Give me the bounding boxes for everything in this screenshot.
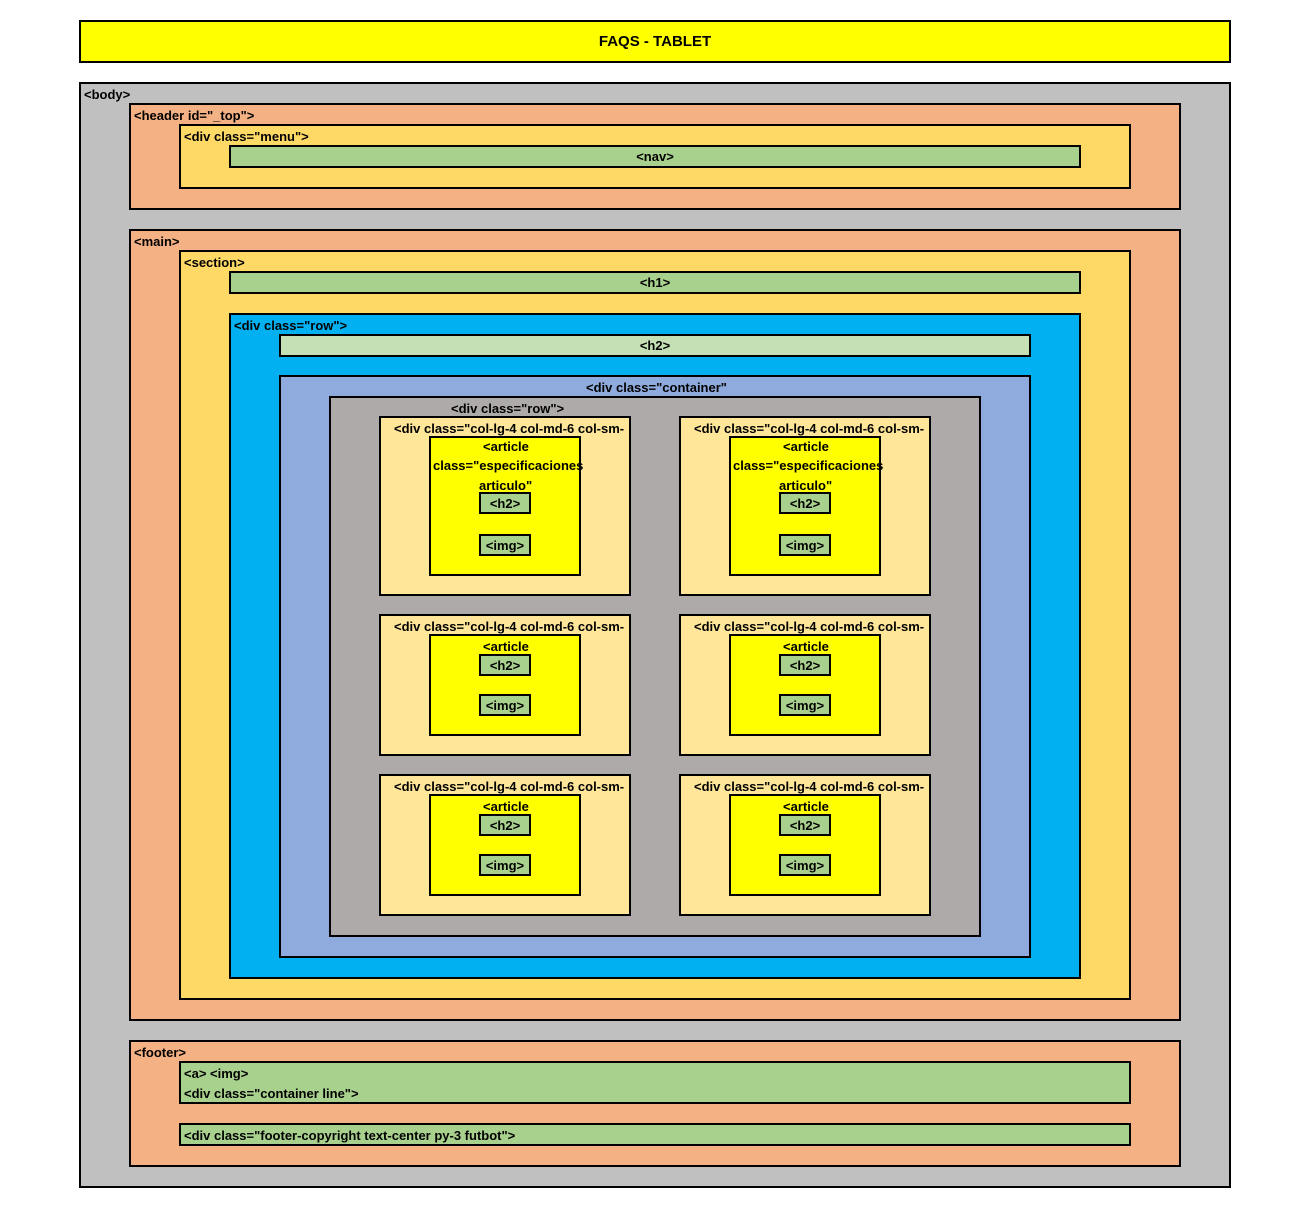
article-label: <article	[783, 639, 829, 654]
card-h2-label: <h2>	[489, 657, 521, 673]
col-label: <div class="col-lg-4 col-md-6 col-sm-	[694, 421, 925, 436]
article-box	[429, 634, 581, 736]
card-img-box: <img>	[479, 534, 531, 556]
card-h2-label: <h2>	[789, 657, 821, 673]
row-h2-box: <h2>	[279, 334, 1031, 357]
col-label: <div class="col-lg-4 col-md-6 col-sm-	[394, 421, 625, 436]
article-label: <article	[783, 439, 829, 454]
article-class-label: class="especificaciones	[433, 458, 584, 473]
card-img-label: <img>	[785, 857, 825, 873]
col-label: <div class="col-lg-4 col-md-6 col-sm-	[394, 619, 625, 634]
footer-container-line-box	[179, 1061, 1131, 1104]
header-label: <header id="_top">	[134, 108, 255, 123]
article-box	[729, 634, 881, 736]
card-h2-box: <h2>	[779, 654, 831, 676]
card-h2-label: <h2>	[489, 817, 521, 833]
card-img-box: <img>	[779, 694, 831, 716]
article-label: <article	[483, 439, 529, 454]
h1-label: <h1>	[639, 275, 671, 290]
card-h2-box: <h2>	[779, 492, 831, 514]
card-h2-label: <h2>	[789, 495, 821, 511]
article-box	[429, 794, 581, 896]
article-box	[729, 794, 881, 896]
card-h2-label: <h2>	[489, 495, 521, 511]
main-label: <main>	[134, 234, 180, 249]
h1-box: <h1>	[229, 271, 1081, 294]
article-label: <article	[783, 799, 829, 814]
card-h2-label: <h2>	[789, 817, 821, 833]
card-img-box: <img>	[779, 854, 831, 876]
card-h2-box: <h2>	[479, 654, 531, 676]
footer-copyright-label: <div class="footer-copyright text-center…	[184, 1128, 516, 1143]
card-img-label: <img>	[485, 537, 525, 553]
card-h2-box: <h2>	[479, 492, 531, 514]
nav-box: <nav>	[229, 145, 1081, 168]
diagram-title: FAQS - TABLET	[598, 33, 712, 50]
col-label: <div class="col-lg-4 col-md-6 col-sm-	[394, 779, 625, 794]
article-label: <article	[483, 639, 529, 654]
article-label: <article	[483, 799, 529, 814]
col-label: <div class="col-lg-4 col-md-6 col-sm-	[694, 779, 925, 794]
card-h2-box: <h2>	[479, 814, 531, 836]
row-label: <div class="row">	[234, 318, 348, 333]
card-img-label: <img>	[785, 697, 825, 713]
card-img-box: <img>	[479, 854, 531, 876]
col-label: <div class="col-lg-4 col-md-6 col-sm-	[694, 619, 925, 634]
footer-link-img-label: <a> <img>	[184, 1066, 249, 1081]
container-label: <div class="container"	[586, 380, 727, 395]
article-class-label-cont: articulo"	[479, 478, 533, 493]
card-img-label: <img>	[485, 697, 525, 713]
article-class-label: class="especificaciones	[733, 458, 884, 473]
section-label: <section>	[184, 255, 245, 270]
footer-label: <footer>	[134, 1045, 187, 1060]
article-class-label-cont: articulo"	[779, 478, 833, 493]
inner-row-label: <div class="row">	[451, 401, 565, 416]
nav-label: <nav>	[636, 149, 674, 164]
body-label: <body>	[84, 87, 131, 102]
footer-copyright-box	[179, 1123, 1131, 1146]
diagram-title-box: FAQS - TABLET	[79, 20, 1231, 63]
row-h2-label: <h2>	[639, 338, 671, 353]
footer-container-line-label: <div class="container line">	[184, 1086, 359, 1101]
card-img-label: <img>	[785, 537, 825, 553]
card-img-label: <img>	[485, 857, 525, 873]
card-img-box: <img>	[779, 534, 831, 556]
card-h2-box: <h2>	[779, 814, 831, 836]
menu-label: <div class="menu">	[184, 129, 309, 144]
card-img-box: <img>	[479, 694, 531, 716]
